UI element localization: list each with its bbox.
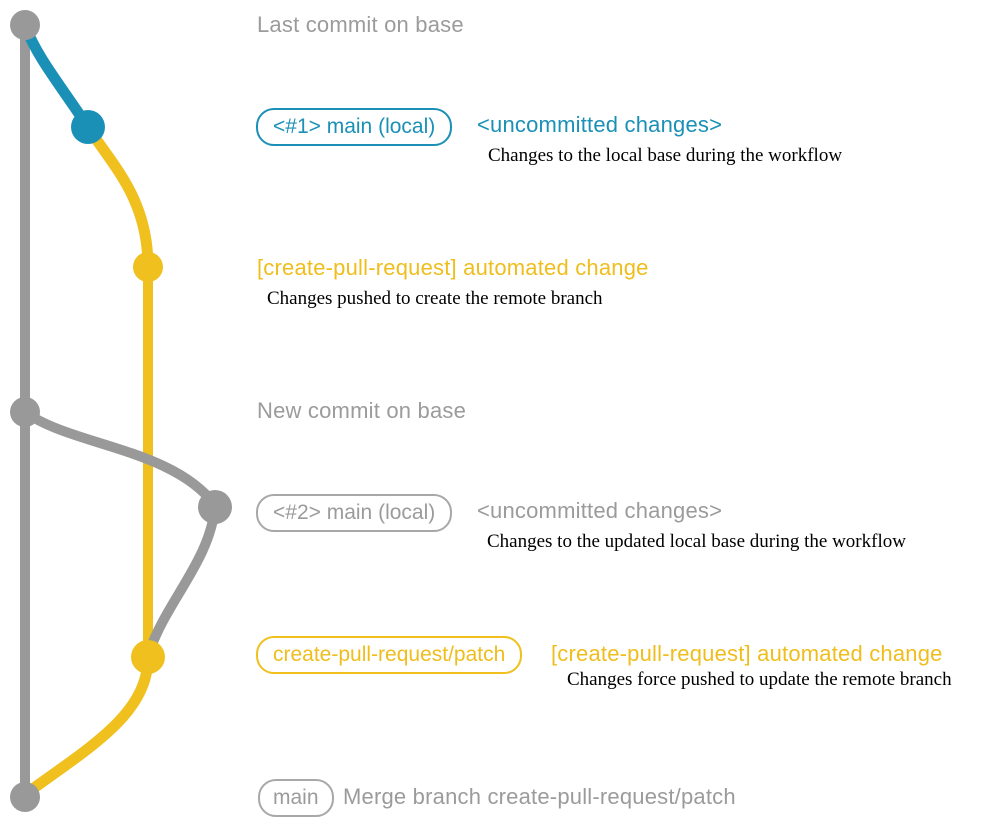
description-automated-change-2: Changes force pushed to update the remot… bbox=[567, 669, 952, 690]
commit-node-last-base bbox=[10, 10, 40, 40]
commit-node-automated-change-2 bbox=[131, 640, 165, 674]
badge-main: main bbox=[258, 779, 334, 817]
local-main-1-branch-line bbox=[20, 22, 94, 133]
badge-main-local-1: <#1> main (local) bbox=[256, 108, 453, 146]
description-uncommitted-changes-1: Changes to the local base during the wor… bbox=[488, 145, 843, 166]
commit-node-automated-change-1 bbox=[133, 252, 163, 282]
commit-node-new-base bbox=[10, 397, 40, 427]
label-last-commit-on-base: Last commit on base bbox=[257, 12, 464, 37]
commit-node-local-main-2 bbox=[198, 490, 232, 524]
badge-create-pull-request-patch: create-pull-request/patch bbox=[256, 636, 523, 674]
patch-merge-line bbox=[21, 651, 154, 799]
label-automated-change-1: [create-pull-request] automated change bbox=[257, 255, 649, 280]
patch-branch-upper-line bbox=[82, 121, 154, 273]
label-automated-change-2: [create-pull-request] automated change bbox=[551, 641, 943, 666]
local-main-2-branch-out-line bbox=[20, 407, 220, 510]
label-new-commit-on-base: New commit on base bbox=[257, 398, 467, 423]
label-merge-branch: Merge branch create-pull-request/patch bbox=[343, 784, 736, 809]
local-main-2-branch-in-line bbox=[145, 502, 220, 655]
description-automated-change-1: Changes pushed to create the remote bran… bbox=[267, 288, 603, 309]
description-uncommitted-changes-2: Changes to the updated local base during… bbox=[487, 531, 906, 552]
label-uncommitted-changes-1: <uncommitted changes> bbox=[477, 112, 723, 137]
label-uncommitted-changes-2: <uncommitted changes> bbox=[477, 498, 723, 523]
commit-node-merge bbox=[10, 782, 40, 812]
commit-node-local-main-1 bbox=[71, 110, 105, 144]
badge-main-local-2: <#2> main (local) bbox=[256, 494, 453, 532]
